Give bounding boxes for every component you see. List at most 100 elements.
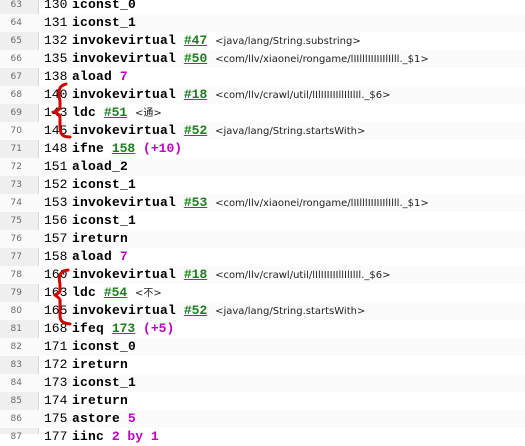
bytecode-offset: 145 [44, 123, 68, 138]
line-number: 65 [10, 36, 22, 46]
bytecode-offset: 165 [44, 303, 68, 318]
ref-comment: <com/llv/xiaonei/rongame/lIIlllIIIIIIlIl… [215, 198, 429, 209]
opcode: aload [72, 69, 113, 84]
instruction: 132 invokevirtual #47 <java/lang/String.s… [44, 32, 361, 51]
bytecode-offset: 132 [44, 33, 68, 48]
constant-ref-link[interactable]: #54 [103, 285, 128, 300]
line-number: 86 [10, 414, 22, 424]
bytecode-offset: 157 [44, 231, 68, 246]
bytecode-offset: 163 [44, 285, 68, 300]
opcode: iconst_1 [72, 213, 137, 228]
operand: 5 [127, 411, 136, 426]
opcode: ifne [72, 141, 105, 156]
ref-comment: <java/lang/String.startsWith> [215, 306, 366, 317]
instruction: 157 ireturn [44, 230, 128, 248]
constant-ref-link[interactable]: #53 [183, 195, 208, 210]
opcode: ldc [72, 105, 97, 120]
operand: 7 [119, 69, 128, 84]
bytecode-offset: 153 [44, 195, 68, 210]
line-number: 79 [10, 288, 22, 298]
bytecode-offset: 148 [44, 141, 68, 156]
code-line[interactable]: 75 156 iconst_1 [0, 212, 525, 230]
opcode: ireturn [72, 231, 129, 246]
line-number: 66 [10, 54, 22, 64]
constant-ref-link[interactable]: #47 [183, 33, 208, 48]
line-number: 77 [10, 252, 22, 262]
line-number: 75 [10, 216, 22, 226]
bytecode-offset: 156 [44, 213, 68, 228]
bytecode-offset: 175 [44, 411, 68, 426]
instruction: 138 aload 7 [44, 68, 128, 86]
constant-ref-link[interactable]: 173 [111, 321, 136, 336]
bytecode-offset: 151 [44, 159, 68, 174]
opcode: invokevirtual [72, 33, 177, 48]
opcode: ireturn [72, 357, 129, 372]
bytecode-offset: 177 [44, 429, 68, 444]
constant-ref-link[interactable]: #18 [183, 267, 208, 282]
opcode: invokevirtual [72, 267, 177, 282]
code-line[interactable]: 65 132 invokevirtual #47 <java/lang/String… [0, 32, 525, 50]
constant-ref-link[interactable]: #18 [183, 87, 208, 102]
opcode: ifeq [72, 321, 105, 336]
opcode: aload [72, 249, 113, 264]
opcode: ireturn [72, 393, 129, 408]
constant-ref-link[interactable]: #51 [103, 105, 128, 120]
bytecode-offset: 171 [44, 339, 68, 354]
line-number: 72 [10, 162, 22, 172]
instruction: 177 iinc 2 by 1 [44, 428, 159, 446]
line-number: 64 [10, 18, 22, 28]
operand: 7 [119, 249, 128, 264]
bytecode-offset: 138 [44, 69, 68, 84]
constant-ref-link[interactable]: #52 [183, 123, 208, 138]
constant-ref-link[interactable]: 158 [111, 141, 136, 156]
jump-offset: (+5) [143, 321, 175, 336]
bytecode-offset: 160 [44, 267, 68, 282]
line-number: 81 [10, 324, 22, 334]
opcode: iconst_0 [72, 339, 137, 354]
opcode: invokevirtual [72, 87, 177, 102]
opcode: iinc [72, 429, 105, 444]
ref-comment: <java/lang/String.substring> [215, 36, 361, 47]
operand: 2 by 1 [111, 429, 159, 444]
constant-ref-link[interactable]: #52 [183, 303, 208, 318]
constant-ref-link[interactable]: #50 [183, 51, 208, 66]
